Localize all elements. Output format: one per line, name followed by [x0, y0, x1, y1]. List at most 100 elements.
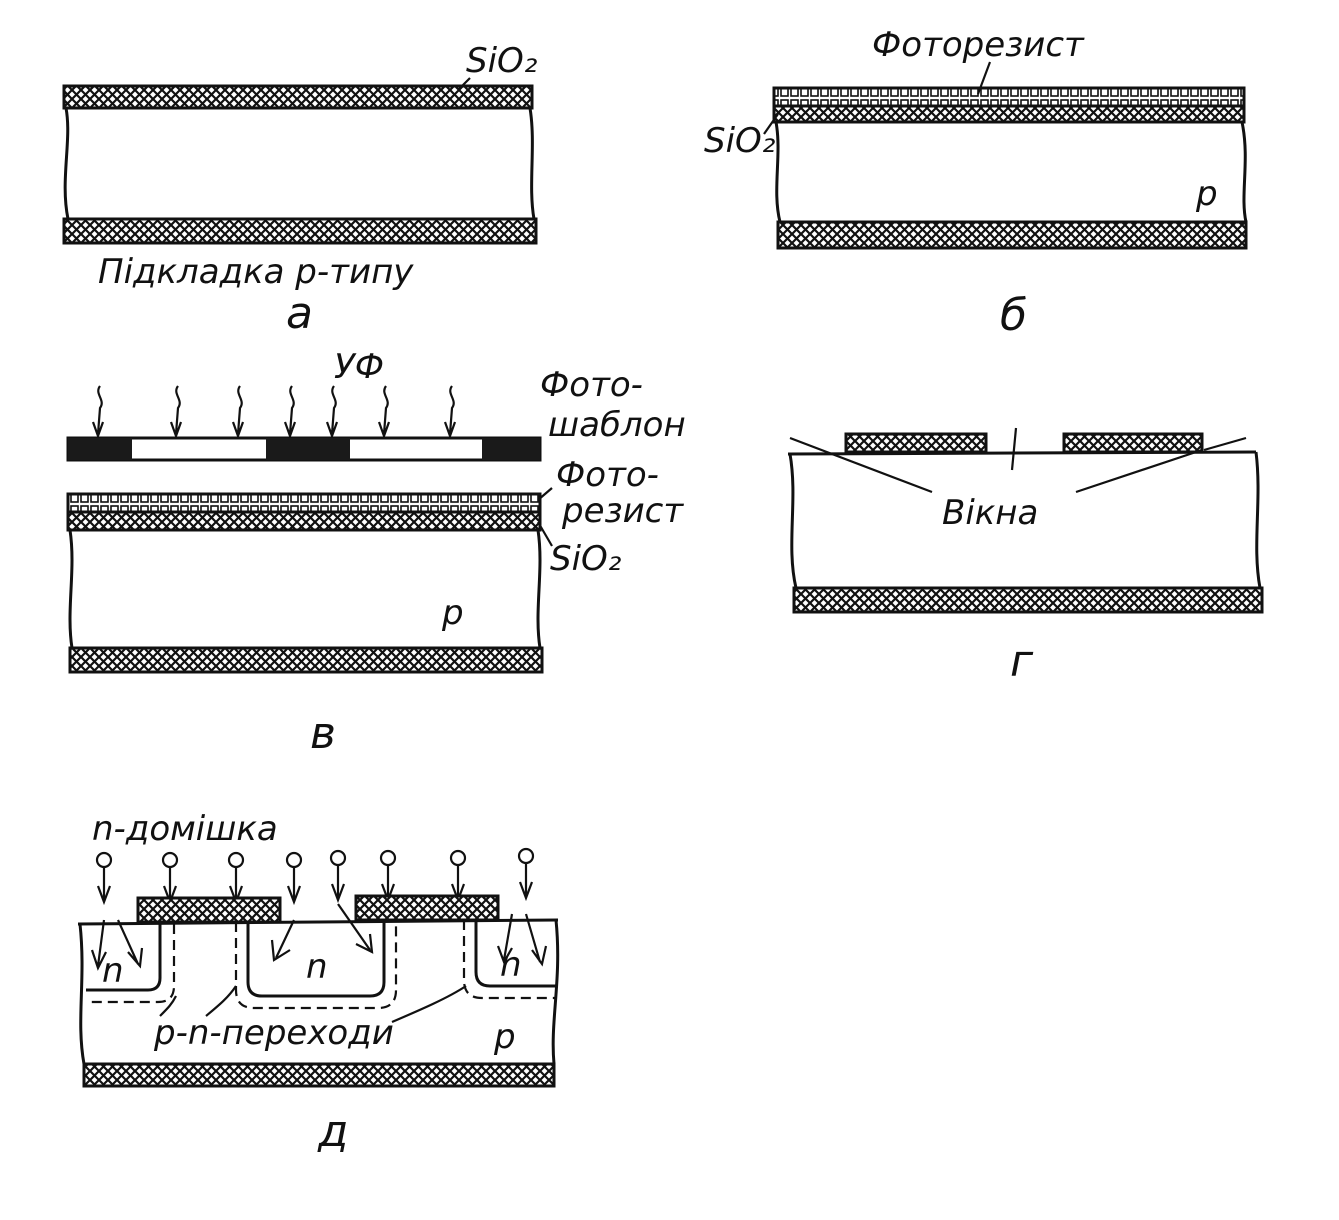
- mask-label-line1: Фото-: [540, 365, 643, 405]
- junction-label: p-n-переходи: [153, 1013, 394, 1053]
- panel-a: SiO₂ Підкладка p-типу а: [62, 41, 538, 339]
- oxide-layer-top: [772, 104, 1246, 124]
- substrate-type-label: p: [493, 1017, 516, 1057]
- substrate-type-label: p: [441, 593, 464, 633]
- diffusion-arrow: [90, 919, 107, 971]
- substrate-right-edge: [1254, 451, 1262, 589]
- window-leader: [789, 436, 933, 494]
- windows-label: Вікна: [942, 493, 1038, 533]
- oxide-layer-top: [62, 84, 534, 110]
- window-leader: [1075, 448, 1203, 494]
- panel-b: Фоторезист SiO₂ p б: [704, 25, 1248, 341]
- n-region-boundary: [86, 924, 162, 992]
- n-region-boundary: [246, 922, 386, 998]
- n-region-label: n: [306, 947, 328, 987]
- n-region-label: n: [102, 951, 124, 991]
- substrate-left-edge: [774, 121, 782, 223]
- sio2-label: SiO₂: [550, 539, 622, 579]
- uv-ray: [443, 385, 457, 440]
- sio2-leader: [763, 113, 779, 135]
- substrate-left-edge: [68, 529, 74, 649]
- photoresist-leader: [537, 487, 553, 501]
- junction-leader: [391, 985, 467, 1024]
- photoresist-leader: [976, 61, 992, 95]
- dopant-ion: [227, 851, 245, 906]
- window-leader: [1010, 427, 1018, 471]
- substrate-label: Підкладка p-типу: [98, 252, 414, 292]
- diffusion-arrow: [270, 919, 295, 962]
- photoresist-layer: [772, 86, 1246, 108]
- uv-ray: [169, 385, 183, 440]
- photoresist-label-line1: Фото-: [556, 455, 659, 495]
- uv-ray: [325, 385, 339, 440]
- dopant-ion: [517, 847, 535, 902]
- sio2-label: SiO₂: [466, 41, 538, 81]
- photoresist-layer: [66, 492, 542, 514]
- mask-label-line2: шаблон: [548, 405, 686, 445]
- photoresist-label: Фоторезист: [872, 25, 1085, 65]
- pn-junction-dashed: [86, 924, 176, 1004]
- n-region-boundary: [474, 920, 556, 988]
- diffusion-arrow: [116, 919, 144, 969]
- mask-opaque-region: [482, 438, 540, 460]
- caption-v: в: [310, 708, 336, 759]
- dopant-ions: [95, 847, 535, 906]
- caption-d: д: [317, 1106, 348, 1157]
- pn-junction-dashed: [234, 922, 398, 1010]
- substrate-right-edge: [551, 919, 560, 1065]
- dopant-ion: [95, 851, 113, 906]
- panel-d: n-домішка n n n: [77, 809, 560, 1157]
- dopant-label: n-домішка: [92, 809, 278, 849]
- uv-ray: [377, 385, 391, 440]
- mask-opaque-region: [68, 438, 132, 460]
- uv-ray: [283, 385, 297, 440]
- dopant-ion: [285, 851, 303, 906]
- dopant-ion: [379, 849, 397, 904]
- dopant-ion: [161, 851, 179, 906]
- substrate-left-edge: [63, 107, 70, 220]
- oxide-layer-bottom: [68, 646, 544, 674]
- diffusion-arrows: [90, 903, 548, 971]
- sio2-label: SiO₂: [704, 121, 776, 161]
- window-leader: [1203, 436, 1247, 452]
- oxide-mask: [136, 896, 282, 924]
- oxide-layer-bottom: [776, 220, 1248, 250]
- dopant-ion: [449, 849, 467, 904]
- dopant-ion: [329, 849, 347, 904]
- oxide-layer-bottom: [62, 217, 538, 245]
- oxide-island: [1062, 432, 1204, 454]
- oxide-layer-top: [66, 510, 542, 532]
- substrate-left-edge: [788, 453, 798, 589]
- mask-opaque-region: [266, 438, 350, 460]
- substrate-top-surface: [787, 450, 1257, 456]
- caption-b: б: [1000, 290, 1027, 341]
- photomask: [66, 436, 542, 462]
- junction-leader: [159, 995, 177, 1017]
- diffusion-arrow: [496, 913, 514, 965]
- substrate-right-edge: [536, 529, 542, 649]
- oxide-layer-bottom: [792, 586, 1264, 614]
- junction-leader: [205, 985, 237, 1017]
- uv-label: УФ: [334, 347, 384, 387]
- pn-junction-dashed: [462, 920, 556, 1000]
- caption-a: а: [286, 288, 313, 339]
- sio2-leader: [537, 521, 553, 547]
- oxide-layer-bottom: [82, 1062, 556, 1088]
- sio2-leader: [457, 77, 471, 91]
- oxide-mask: [354, 894, 500, 922]
- substrate-right-edge: [528, 107, 536, 220]
- substrate-right-edge: [1240, 121, 1248, 223]
- uv-ray: [91, 385, 105, 440]
- substrate-type-label: p: [1195, 174, 1218, 214]
- substrate-top-surface: [77, 918, 559, 926]
- n-region-label: n: [500, 945, 522, 985]
- diffusion-arrow: [524, 913, 548, 967]
- oxide-island: [844, 432, 988, 454]
- substrate-left-edge: [78, 923, 86, 1065]
- panel-v: УФ Фото- шаблон Фото- резист SiO₂ p в: [66, 347, 686, 759]
- diffusion-arrow: [337, 903, 374, 954]
- caption-g: г: [1010, 636, 1034, 687]
- photoresist-label-line2: резист: [561, 491, 684, 531]
- uv-rays: [91, 385, 457, 440]
